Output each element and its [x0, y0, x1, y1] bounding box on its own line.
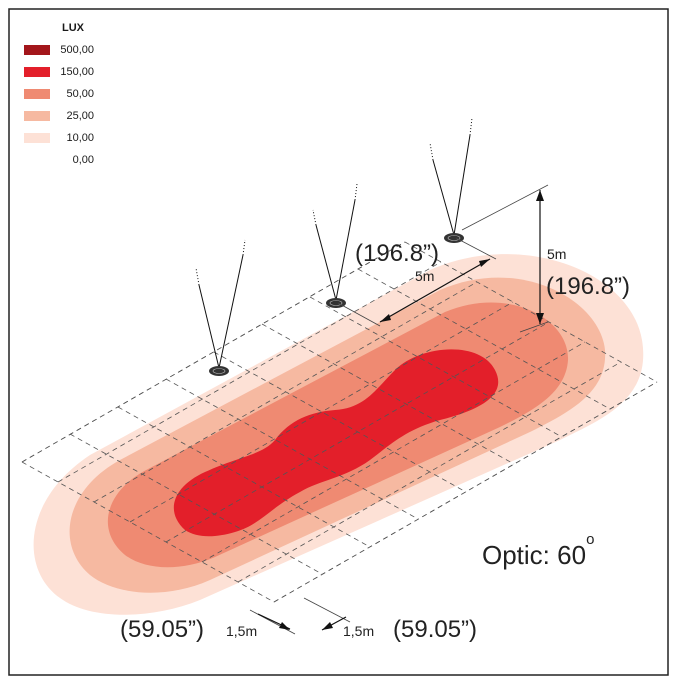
legend-label: 50,00	[66, 88, 94, 100]
frame-border	[8, 8, 669, 676]
spacing-dimension	[337, 237, 497, 327]
arrowhead-icon	[380, 314, 391, 322]
legend-item: 500,00	[24, 44, 114, 56]
arrowhead-icon	[322, 622, 333, 630]
luminaire-3	[429, 117, 473, 243]
legend-swatch	[24, 133, 50, 143]
arrowhead-icon	[479, 259, 490, 267]
legend-label: 25,00	[66, 110, 94, 122]
legend-label: 10,00	[66, 132, 94, 144]
optic-label: Optic: 60o	[482, 531, 594, 571]
legend-label: 150,00	[60, 66, 94, 78]
legend-label: 0,00	[72, 154, 94, 166]
legend-item: 10,00	[24, 132, 114, 144]
legend-item: 150,00	[24, 66, 114, 78]
legend-swatch	[24, 89, 50, 99]
luminaire-3-icon	[444, 233, 464, 243]
legend-item: 0,00	[24, 154, 114, 166]
legend-title: LUX	[62, 22, 84, 34]
arrowhead-icon	[279, 622, 290, 630]
legend-swatch	[24, 155, 50, 165]
height-metric-label: 5m	[547, 246, 567, 262]
illuminance-zones	[33, 254, 644, 615]
legend-item: 25,00	[24, 110, 114, 122]
degree-symbol: o	[586, 531, 595, 549]
legend-swatch	[24, 45, 50, 55]
grid-cell-dimension	[249, 597, 351, 635]
measurement-grid	[21, 241, 658, 603]
luminaire-2-icon	[326, 298, 346, 308]
height-imperial-label: (196.8”)	[546, 273, 631, 300]
legend-swatch	[24, 111, 50, 121]
legend-label: 500,00	[60, 44, 94, 56]
legend-item: 50,00	[24, 88, 114, 100]
grid-left-imperial-label: (59.05”)	[120, 616, 205, 643]
optic-text: Optic: 60	[482, 540, 587, 570]
grid-right-imperial-label: (59.05”)	[393, 616, 478, 643]
luminaire-1	[195, 239, 246, 376]
height-dimension	[461, 184, 549, 333]
spacing-metric-label: 5m	[415, 268, 435, 284]
arrowhead-icon	[536, 190, 544, 201]
grid-left-metric-label: 1,5m	[226, 623, 258, 639]
arrowhead-icon	[536, 313, 544, 324]
luminaire-1-icon	[209, 366, 229, 376]
luminaire-2	[312, 183, 358, 308]
legend-swatch	[24, 67, 50, 77]
zone-150-lux	[173, 349, 499, 537]
spacing-imperial-label: (196.8”)	[355, 240, 440, 267]
grid-right-metric-label: 1,5m	[343, 623, 375, 639]
